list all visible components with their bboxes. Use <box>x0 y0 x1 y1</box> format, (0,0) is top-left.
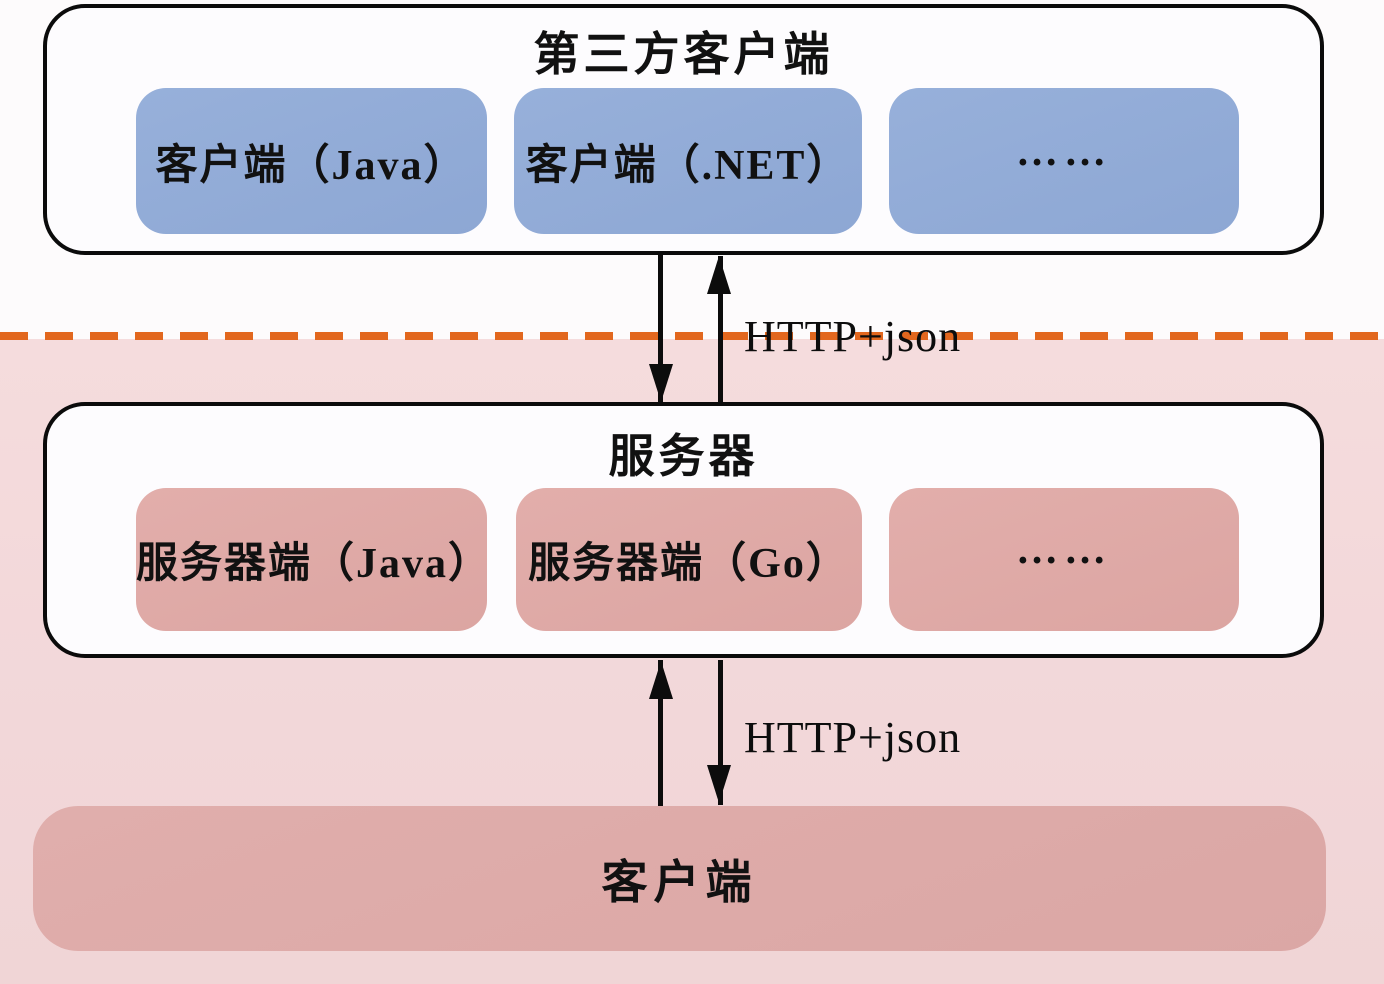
client-more-label: …… <box>1016 128 1112 175</box>
server-go-label: 服务器端（Go） <box>528 541 850 587</box>
zone-boundary-dashed-line <box>0 332 1384 340</box>
server-java-label: 服务器端（Java） <box>136 541 493 587</box>
http-json-label-bottom: HTTP+json <box>744 713 962 762</box>
client-dotnet-label: 客户端（.NET） <box>525 142 851 189</box>
client-bar-label: 客户端 <box>601 856 758 908</box>
arrow-line-server-to-client <box>718 256 723 403</box>
client-more-box: …… <box>889 88 1239 234</box>
arrow-line-client-bottom-to-server <box>658 660 663 806</box>
server-java-box: 服务器端（Java） <box>136 488 493 631</box>
server-container: 服务器 服务器端（Java） 服务器端（Go） …… <box>43 402 1324 658</box>
server-go-box: 服务器端（Go） <box>516 488 862 631</box>
third-party-client-container: 第三方客户端 客户端（Java） 客户端（.NET） …… <box>43 4 1324 255</box>
server-title: 服务器 <box>608 431 759 482</box>
http-json-label-top: HTTP+json <box>744 312 962 361</box>
client-bar: 客户端 <box>33 806 1326 951</box>
arrowhead-down-to-server-icon <box>649 364 673 402</box>
third-party-client-title: 第三方客户端 <box>533 29 834 80</box>
arrow-line-client-to-server <box>658 255 663 403</box>
arrowhead-up-to-server-icon <box>649 661 673 699</box>
arrowhead-down-to-client-icon <box>707 765 731 803</box>
client-java-label: 客户端（Java） <box>155 142 468 189</box>
server-more-box: …… <box>889 488 1239 631</box>
client-java-box: 客户端（Java） <box>136 88 487 234</box>
arrowhead-up-to-third-party-icon <box>707 256 731 294</box>
arrow-line-server-to-client-bottom <box>718 660 723 805</box>
client-dotnet-box: 客户端（.NET） <box>514 88 862 234</box>
server-more-label: …… <box>1016 527 1112 574</box>
